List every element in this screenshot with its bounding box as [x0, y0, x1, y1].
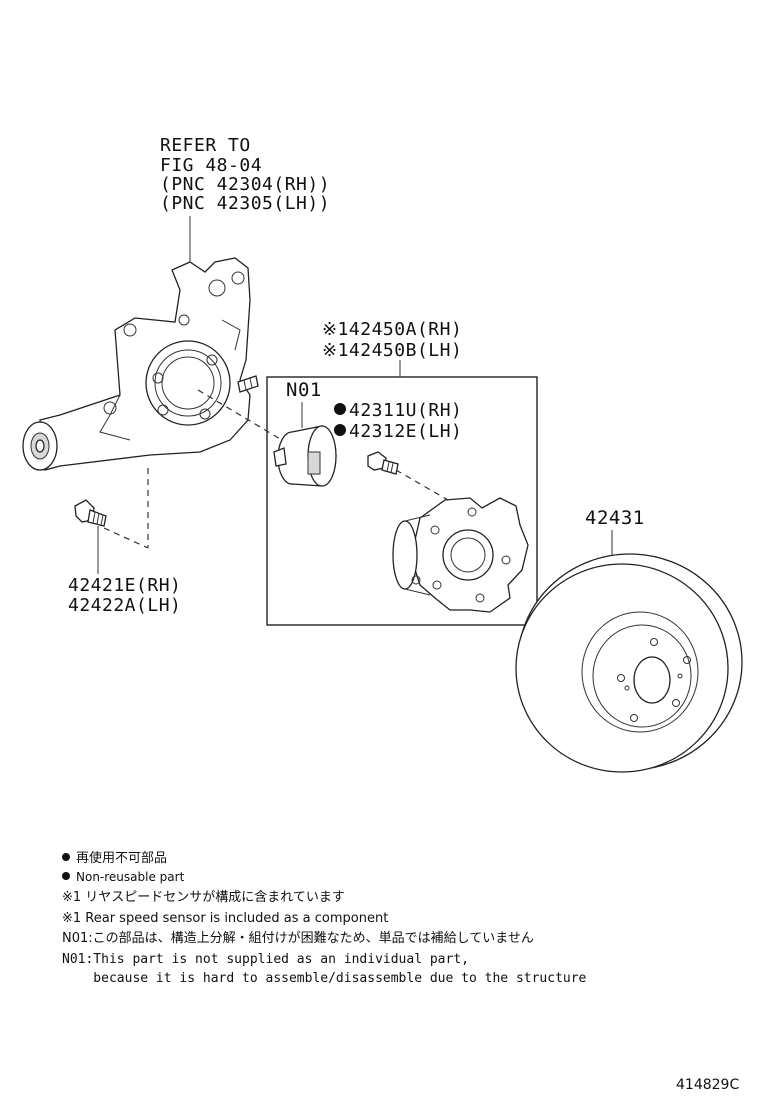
n01-part [273, 425, 337, 487]
hub-assembly-label-rh: ※142450A(RH) [322, 319, 463, 340]
hub-assembly-label-lh: ※142450B(LH) [322, 340, 463, 361]
rotor-label: 42431 [585, 507, 645, 529]
hub-bolt-label-rh: 42311U(RH) [334, 401, 462, 421]
hub-assembly-box [266, 376, 538, 626]
note-nonreusable-jp: 再使用不可部品 [62, 851, 167, 866]
n01-label: N01 [286, 379, 322, 401]
knuckle-bolt [74, 499, 107, 527]
refer-label-line3: (PNC 42304(RH)) [160, 174, 331, 195]
figure-code: 414829C [676, 1077, 740, 1093]
centerline-hub [197, 389, 283, 441]
centerline-hub-bolt [395, 469, 449, 501]
steering-knuckle [22, 257, 259, 471]
centerline-bolt-2 [103, 527, 149, 549]
bullet-dot-icon [62, 872, 70, 880]
brake-rotor [515, 553, 743, 773]
refer-label-line1: REFER TO [160, 135, 251, 156]
note-sensor-jp: ※1 リヤスピードセンサが構成に含まれています [62, 890, 345, 905]
note-n01-jp: N01:この部品は、構造上分解・組付けが困難なため、単品では補給していません [62, 931, 534, 946]
note-n01-en-line2: because it is hard to assemble/disassemb… [62, 971, 587, 986]
hub-flange [392, 497, 529, 613]
note-sensor-en: ※1 Rear speed sensor is included as a co… [62, 911, 389, 926]
nonreusable-dot-icon [334, 424, 346, 436]
note-nonreusable-en: Non-reusable part [62, 870, 184, 885]
bullet-dot-icon [62, 853, 70, 861]
note-n01-en-line1: N01:This part is not supplied as an indi… [62, 952, 469, 967]
nonreusable-dot-icon [334, 403, 346, 415]
hub-bolt [367, 451, 399, 475]
knuckle-bolt-label-lh: 42422A(LH) [68, 595, 182, 616]
refer-label-line2: FIG 48-04 [160, 155, 263, 176]
hub-bolt-label-lh: 42312E(LH) [334, 422, 462, 442]
knuckle-bolt-label-rh: 42421E(RH) [68, 575, 182, 596]
refer-label-line4: (PNC 42305(LH)) [160, 193, 331, 214]
